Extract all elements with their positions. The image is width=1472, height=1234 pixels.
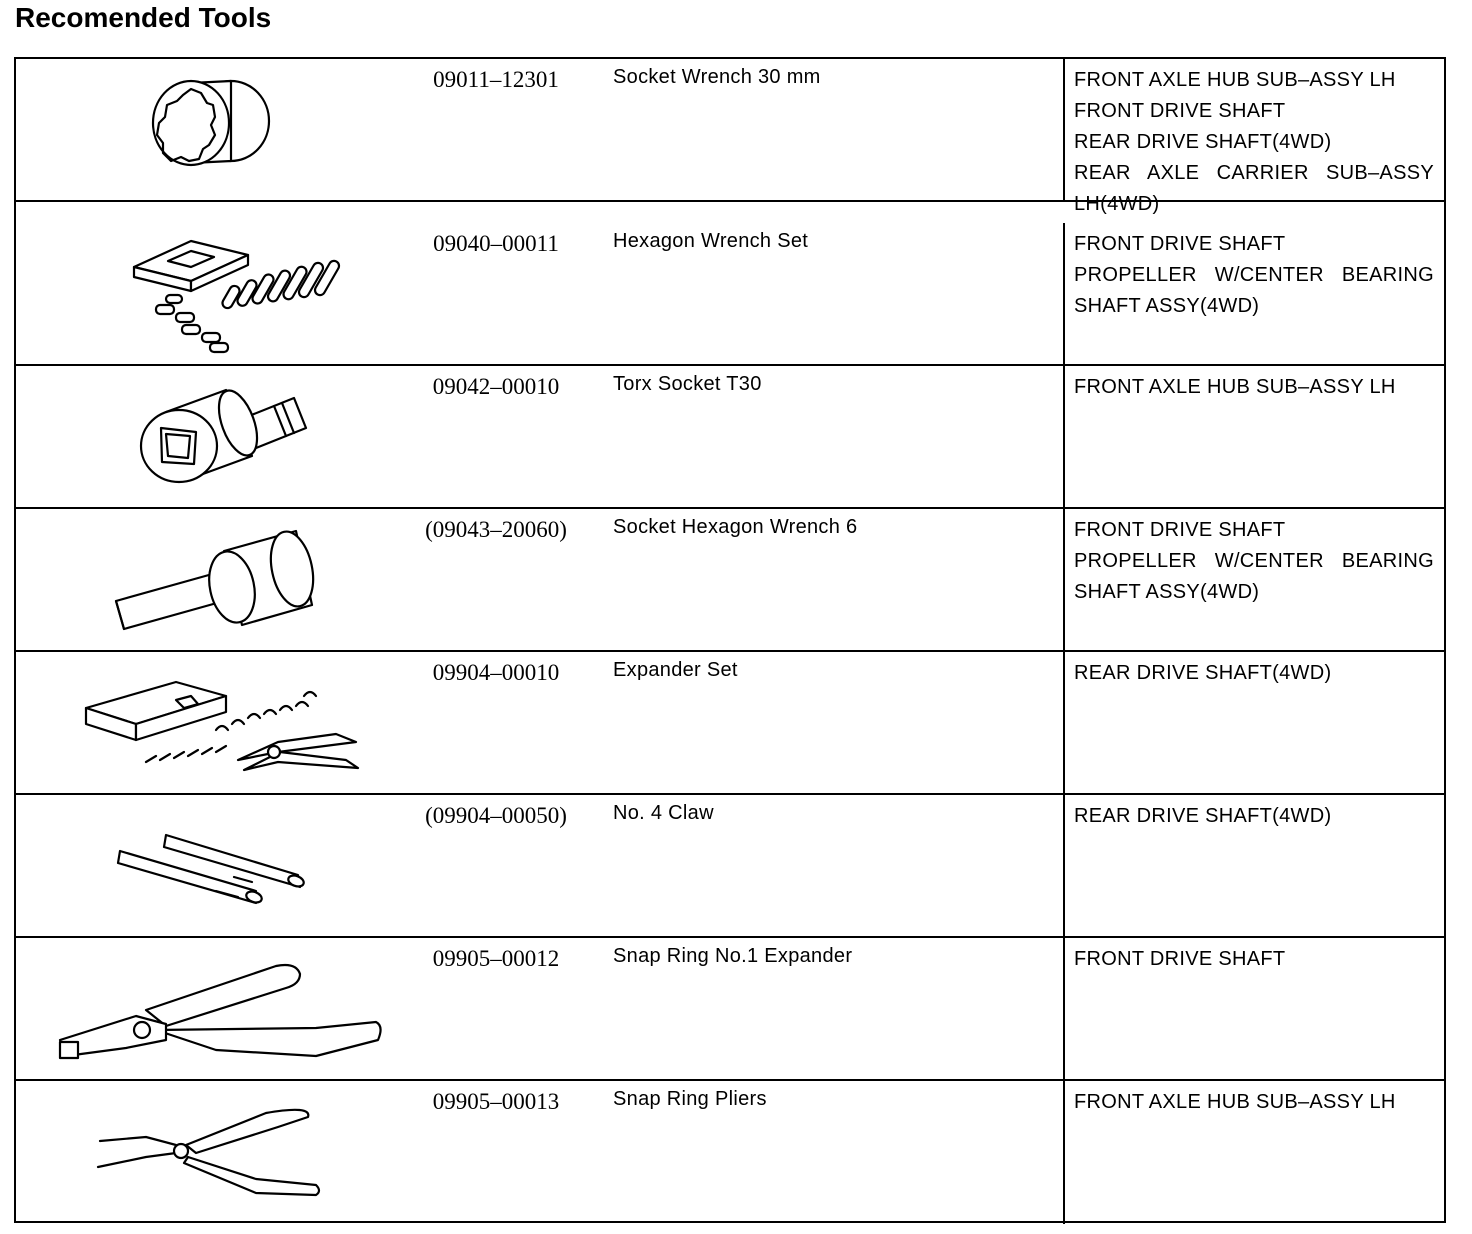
usage-item: REAR DRIVE SHAFT(4WD) — [1074, 131, 1332, 153]
tool-name: Socket Hexagon Wrench 6 — [613, 516, 858, 538]
column-divider — [1063, 223, 1065, 364]
usage-item: FRONT DRIVE SHAFT — [1074, 233, 1286, 255]
column-divider — [1063, 1081, 1065, 1224]
hexagon-wrench-set-icon — [132, 239, 341, 354]
usage-list: REAR DRIVE SHAFT(4WD) — [1074, 801, 1434, 832]
tool-name: Torx Socket T30 — [613, 373, 762, 395]
usage-item: FRONT AXLE HUB SUB–ASSY LH — [1074, 376, 1396, 398]
column-divider — [1063, 59, 1065, 200]
usage-item: FRONT AXLE HUB SUB–ASSY LH — [1074, 69, 1396, 91]
tool-name: Snap Ring Pliers — [613, 1088, 767, 1110]
torx-socket-icon — [139, 388, 308, 484]
column-divider — [1063, 652, 1065, 793]
table-row: 09905–00013 Snap Ring Pliers FRONT AXLE … — [16, 1081, 1444, 1224]
column-divider — [1063, 938, 1065, 1079]
table-row: 09040–00011 Hexagon Wrench Set FRONT DRI… — [16, 223, 1444, 366]
usage-list: REAR DRIVE SHAFT(4WD) — [1074, 658, 1434, 689]
column-divider — [1063, 509, 1065, 650]
snap-ring-pliers-icon — [96, 1108, 321, 1197]
part-number: (09904–00050) — [425, 803, 567, 828]
socket-hexagon-wrench-icon — [114, 529, 315, 631]
usage-list: FRONT AXLE HUB SUB–ASSY LH FRONT DRIVE S… — [1074, 65, 1434, 220]
table-row: (09904–00050) No. 4 Claw REAR DRIVE SHAF… — [16, 795, 1444, 938]
tool-name: Socket Wrench 30 mm — [613, 66, 821, 88]
snap-ring-expander-icon — [58, 963, 382, 1060]
tool-name: Expander Set — [613, 659, 738, 681]
usage-item: SHAFT ASSY(4WD) — [1074, 295, 1260, 317]
part-number: 09904–00010 — [432, 660, 560, 685]
usage-list: FRONT AXLE HUB SUB–ASSY LH — [1074, 372, 1434, 403]
usage-list: FRONT DRIVE SHAFT PROPELLER W/CENTER BEA… — [1074, 515, 1434, 608]
expander-set-icon — [84, 680, 360, 772]
table-row: 09042–00010 Torx Socket T30 FRONT AXLE H… — [16, 366, 1444, 509]
part-number: 09011–12301 — [433, 67, 559, 92]
usage-item: FRONT AXLE HUB SUB–ASSY LH — [1074, 1091, 1396, 1113]
usage-item: REAR DRIVE SHAFT(4WD) — [1074, 662, 1332, 684]
usage-item: SHAFT ASSY(4WD) — [1074, 581, 1260, 603]
usage-item: FRONT DRIVE SHAFT — [1074, 519, 1286, 541]
usage-list: FRONT DRIVE SHAFT — [1074, 944, 1434, 975]
usage-item: PROPELLER W/CENTER BEARING — [1074, 264, 1434, 286]
table-row: 09904–00010 Expander Set REAR DRIVE SHAF… — [16, 652, 1444, 795]
claw-icon — [116, 833, 305, 905]
part-number: (09043–20060) — [425, 517, 567, 542]
usage-item: FRONT DRIVE SHAFT — [1074, 948, 1286, 970]
table-row: 09905–00012 Snap Ring No.1 Expander FRON… — [16, 938, 1444, 1081]
usage-list: FRONT AXLE HUB SUB–ASSY LH — [1074, 1087, 1434, 1118]
usage-item: PROPELLER W/CENTER BEARING — [1074, 550, 1434, 572]
tools-table: 09011–12301 Socket Wrench 30 mm FRONT AX… — [14, 57, 1446, 1224]
column-divider — [1063, 795, 1065, 936]
usage-item: REAR DRIVE SHAFT(4WD) — [1074, 805, 1332, 827]
table-row: (09043–20060) Socket Hexagon Wrench 6 FR… — [16, 509, 1444, 652]
usage-item: FRONT DRIVE SHAFT — [1074, 100, 1286, 122]
part-number: 09905–00013 — [432, 1089, 560, 1114]
usage-item: LH(4WD) — [1074, 193, 1160, 215]
table-row: 09011–12301 Socket Wrench 30 mm FRONT AX… — [16, 59, 1444, 215]
part-number: 09042–00010 — [432, 374, 560, 399]
tool-name: Snap Ring No.1 Expander — [613, 945, 853, 967]
part-number: 09905–00012 — [432, 946, 560, 971]
tool-name: Hexagon Wrench Set — [613, 230, 809, 252]
usage-item: REAR AXLE CARRIER SUB–ASSY — [1074, 162, 1434, 184]
usage-list: FRONT DRIVE SHAFT PROPELLER W/CENTER BEA… — [1074, 229, 1434, 322]
page-title: Recomended Tools — [15, 2, 272, 33]
column-divider — [1063, 366, 1065, 507]
socket-wrench-icon — [151, 79, 271, 167]
part-number: 09040–00011 — [433, 231, 559, 256]
tool-name: No. 4 Claw — [613, 802, 714, 824]
